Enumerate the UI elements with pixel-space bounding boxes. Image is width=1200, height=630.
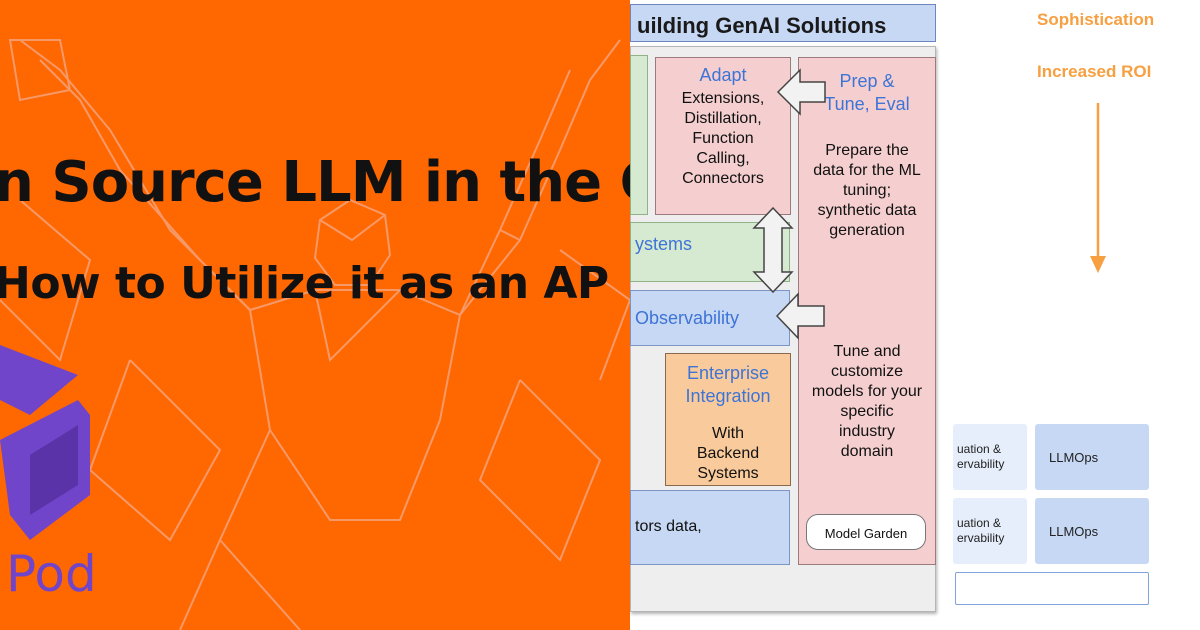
evaluation-tile: uation & ervability: [953, 498, 1027, 564]
banner-panel: n Source LLM in the Cl How to Utilize it…: [0, 0, 630, 630]
llmops-tile-text: LLMOps: [1049, 450, 1099, 465]
roi-arrow-head-icon: [1090, 256, 1106, 273]
prep-body-line: data for the ML: [813, 162, 921, 179]
wireframe-figure-graphic: [0, 39, 630, 630]
enterprise-title-line: Integration: [685, 386, 771, 406]
title-line-2: How to Utilize it as an AP: [0, 258, 609, 309]
evaluation-tile-line: ervability: [957, 457, 1005, 471]
prep-body-line: Prepare the: [825, 142, 909, 159]
prep-body-2: Tune and customize models for your speci…: [799, 342, 935, 462]
brand-name: Pod: [6, 545, 97, 603]
llmops-tile-text: LLMOps: [1049, 524, 1099, 539]
sophistication-label: Sophistication: [1037, 10, 1155, 29]
llmops-tile: LLMOps: [1035, 424, 1149, 490]
observability-label: Observability: [635, 308, 740, 328]
connectors-data-text: tors data,: [635, 518, 702, 535]
observability-box: Observability: [630, 290, 790, 346]
diagram-title: uilding GenAI Solutions: [637, 13, 887, 38]
enterprise-body-line: Backend: [696, 445, 760, 462]
adapt-body: Extensions, Distillation, Function Calli…: [656, 89, 790, 189]
prep-body-line: customize: [830, 363, 904, 380]
adapt-box: Adapt Extensions, Distillation, Function…: [655, 57, 791, 215]
prep-title-line: Prep &: [839, 71, 895, 91]
adapt-title: Adapt: [699, 65, 747, 85]
evaluation-tile-line: uation &: [957, 516, 1002, 530]
prep-body-line: generation: [829, 222, 905, 239]
model-garden-cylinder: Model Garden: [806, 514, 926, 550]
prep-body-line: synthetic data: [817, 202, 917, 219]
prep-body-line: industry: [838, 423, 896, 440]
green-strip-box: [630, 55, 648, 215]
increased-roi-label: Increased ROI: [1037, 62, 1152, 81]
prep-body-line: domain: [840, 443, 894, 460]
title-line-1: n Source LLM in the Cl: [0, 150, 630, 215]
prep-body-line: models for your: [811, 383, 923, 400]
enterprise-body: With Backend Systems: [666, 424, 790, 484]
prep-body-1: Prepare the data for the ML tuning; synt…: [799, 141, 935, 241]
evaluation-tile-line: ervability: [957, 531, 1005, 545]
prep-body-line: Tune and: [833, 343, 901, 360]
enterprise-body-line: With: [712, 425, 744, 442]
adapt-body-line: Extensions,: [681, 90, 765, 107]
adapt-body-line: Function: [692, 130, 754, 147]
model-garden-label: Model Garden: [824, 526, 908, 541]
llmops-tile: LLMOps: [1035, 498, 1149, 564]
evaluation-tile: uation & ervability: [953, 424, 1027, 490]
adapt-body-line: Distillation,: [684, 110, 762, 127]
enterprise-body-line: Systems: [697, 465, 759, 482]
evaluation-tile-line: uation &: [957, 442, 1002, 456]
adapt-body-line: Connectors: [682, 170, 764, 187]
prep-title: Prep & Tune, Eval: [799, 70, 935, 116]
enterprise-title: Enterprise Integration: [666, 362, 790, 408]
prep-tune-eval-box: Prep & Tune, Eval Prepare the data for t…: [798, 57, 936, 565]
evaluation-tile-text: uation & ervability: [957, 442, 1004, 472]
systems-box: ystems: [630, 222, 790, 282]
prep-body-line: tuning;: [842, 182, 892, 199]
systems-label: ystems: [635, 234, 693, 254]
evaluation-tile-text: uation & ervability: [957, 516, 1004, 546]
genai-solutions-diagram: uilding GenAI Solutions Adapt Extensions…: [630, 0, 1200, 630]
prep-body-line: specific: [840, 403, 894, 420]
enterprise-title-line: Enterprise: [686, 363, 770, 383]
outlined-box: [955, 572, 1149, 605]
connectors-data-box: tors data,: [630, 490, 790, 565]
enterprise-integration-box: Enterprise Integration With Backend Syst…: [665, 353, 791, 486]
diagram-header: uilding GenAI Solutions: [630, 4, 936, 42]
cube-logo-icon: [0, 345, 90, 540]
adapt-body-line: Calling,: [696, 150, 750, 167]
prep-title-line: Tune, Eval: [824, 94, 910, 114]
